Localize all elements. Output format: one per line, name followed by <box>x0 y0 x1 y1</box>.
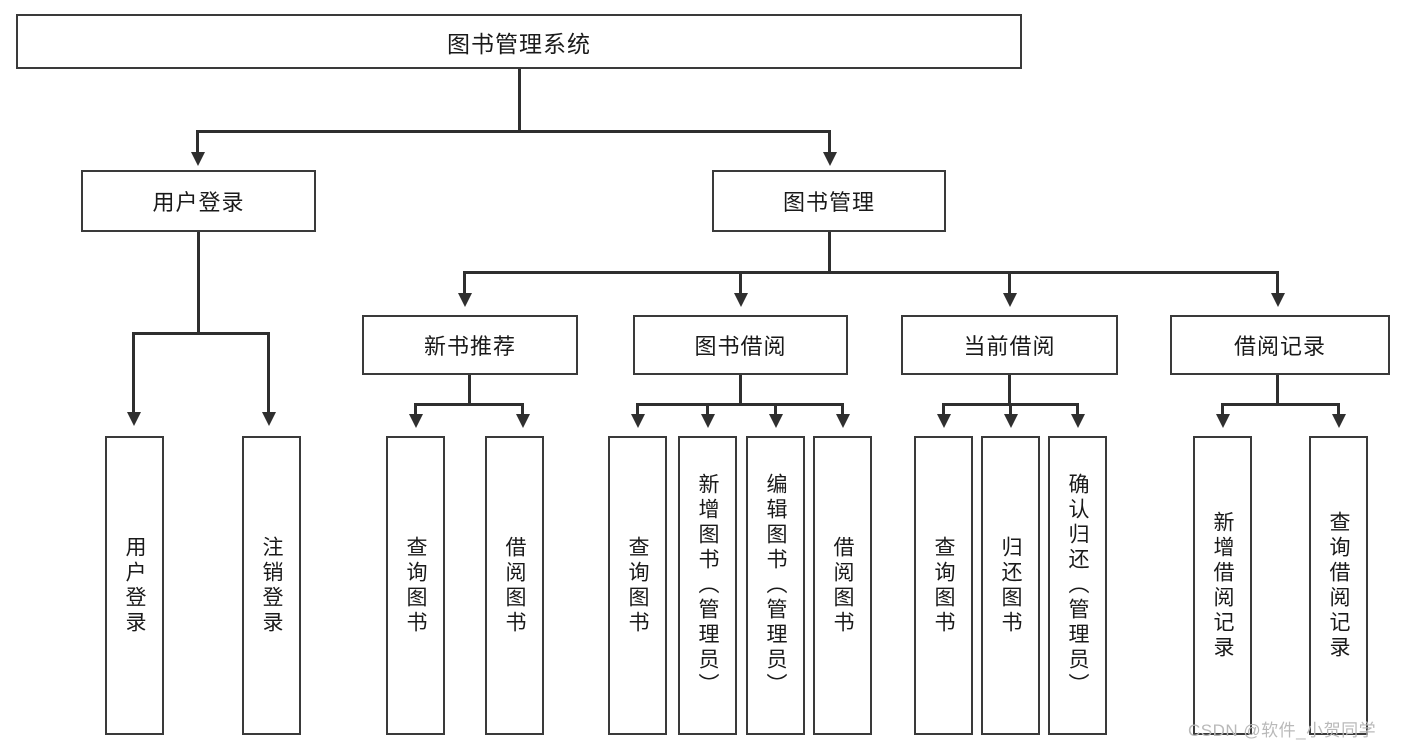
arrowhead-bookmgmt-to-sub2 <box>734 293 748 307</box>
connector-recommend-stem <box>468 375 471 405</box>
arrowhead-bookmgmt-to-sub3 <box>1003 293 1017 307</box>
arrowhead-bookmgmt-to-sub1 <box>458 293 472 307</box>
connector-current-to-child3 <box>1076 403 1079 416</box>
arrowhead-recommend-to-child2 <box>516 414 530 428</box>
leaf-label: 编辑图书（管理员） <box>764 473 787 698</box>
connector-bookmgmt-to-sub4 <box>1276 271 1279 296</box>
connector-recommend-to-child1 <box>414 403 417 416</box>
connector-login-bar <box>132 332 269 335</box>
connector-borrow-stem <box>739 375 742 405</box>
arrowhead-current-to-child1 <box>937 414 951 428</box>
arrowhead-recommend-to-child1 <box>409 414 423 428</box>
leaf-record-add-record[interactable]: 新增借阅记录 <box>1193 436 1252 735</box>
connector-bookmgmt-bar <box>463 271 1279 274</box>
connector-login-stem <box>197 232 200 334</box>
node-book-management[interactable]: 图书管理 <box>712 170 946 232</box>
arrowhead-current-to-child2 <box>1004 414 1018 428</box>
arrowhead-login-to-child1 <box>127 412 141 426</box>
node-system-root[interactable]: 图书管理系统 <box>16 14 1022 69</box>
leaf-label: 查询借阅记录 <box>1327 510 1350 661</box>
connector-current-to-child2 <box>1009 403 1012 416</box>
arrowhead-borrow-to-child3 <box>769 414 783 428</box>
arrowhead-record-to-child1 <box>1216 414 1230 428</box>
leaf-user-logout[interactable]: 注销登录 <box>242 436 301 735</box>
node-current-borrow[interactable]: 当前借阅 <box>901 315 1118 375</box>
leaf-borrow-borrow-book[interactable]: 借阅图书 <box>813 436 872 735</box>
csdn-watermark: CSDN @软件_小贺同学 <box>1188 721 1377 740</box>
leaf-borrow-edit-book-admin[interactable]: 编辑图书（管理员） <box>746 436 805 735</box>
leaf-current-return-book[interactable]: 归还图书 <box>981 436 1040 735</box>
leaf-label: 查询图书 <box>404 535 427 636</box>
arrowhead-root-to-login <box>191 152 205 166</box>
connector-login-to-child2 <box>267 332 270 415</box>
leaf-label: 新增借阅记录 <box>1211 510 1234 661</box>
arrowhead-record-to-child2 <box>1332 414 1346 428</box>
node-book-borrow[interactable]: 图书借阅 <box>633 315 848 375</box>
connector-record-to-child2 <box>1337 403 1340 416</box>
arrowhead-login-to-child2 <box>262 412 276 426</box>
connector-bookmgmt-to-sub2 <box>739 271 742 296</box>
connector-borrow-to-child3 <box>774 403 777 416</box>
connector-borrow-bar <box>636 403 844 406</box>
leaf-label: 查询图书 <box>626 535 649 636</box>
connector-root-to-login <box>196 130 199 155</box>
connector-root-bar <box>197 130 831 133</box>
connector-bookmgmt-to-sub3 <box>1008 271 1011 296</box>
leaf-label: 用户登录 <box>123 535 146 636</box>
leaf-label: 借阅图书 <box>831 535 854 636</box>
connector-borrow-to-child2 <box>706 403 709 416</box>
connector-record-to-child1 <box>1221 403 1224 416</box>
arrowhead-borrow-to-child4 <box>836 414 850 428</box>
leaf-label: 新增图书（管理员） <box>696 473 719 698</box>
leaf-label: 归还图书 <box>999 535 1022 636</box>
connector-recommend-to-child2 <box>521 403 524 416</box>
connector-record-stem <box>1276 375 1279 405</box>
leaf-current-query-book[interactable]: 查询图书 <box>914 436 973 735</box>
connector-current-to-child1 <box>942 403 945 416</box>
arrowhead-borrow-to-child2 <box>701 414 715 428</box>
leaf-borrow-query-book[interactable]: 查询图书 <box>608 436 667 735</box>
node-borrow-record[interactable]: 借阅记录 <box>1170 315 1390 375</box>
leaf-recommend-borrow-book[interactable]: 借阅图书 <box>485 436 544 735</box>
connector-current-stem <box>1008 375 1011 405</box>
leaf-label: 确认归还（管理员） <box>1066 473 1089 698</box>
leaf-label: 借阅图书 <box>503 535 526 636</box>
arrowhead-current-to-child3 <box>1071 414 1085 428</box>
arrowhead-borrow-to-child1 <box>631 414 645 428</box>
connector-record-bar <box>1221 403 1339 406</box>
connector-bookmgmt-stem <box>828 232 831 273</box>
connector-login-to-child1 <box>132 332 135 415</box>
arrowhead-bookmgmt-to-sub4 <box>1271 293 1285 307</box>
connector-recommend-bar <box>414 403 524 406</box>
leaf-label: 查询图书 <box>932 535 955 636</box>
arrowhead-root-to-bookmgmt <box>823 152 837 166</box>
leaf-record-query-record[interactable]: 查询借阅记录 <box>1309 436 1368 735</box>
leaf-recommend-query-book[interactable]: 查询图书 <box>386 436 445 735</box>
connector-root-stem <box>518 69 521 132</box>
connector-borrow-to-child4 <box>841 403 844 416</box>
connector-bookmgmt-to-sub1 <box>463 271 466 296</box>
connector-root-to-bookmgmt <box>828 130 831 155</box>
node-user-login[interactable]: 用户登录 <box>81 170 316 232</box>
leaf-user-login[interactable]: 用户登录 <box>105 436 164 735</box>
leaf-label: 注销登录 <box>260 535 283 636</box>
node-new-book-recommend[interactable]: 新书推荐 <box>362 315 578 375</box>
connector-borrow-to-child1 <box>636 403 639 416</box>
leaf-borrow-add-book-admin[interactable]: 新增图书（管理员） <box>678 436 737 735</box>
leaf-current-confirm-return-admin[interactable]: 确认归还（管理员） <box>1048 436 1107 735</box>
